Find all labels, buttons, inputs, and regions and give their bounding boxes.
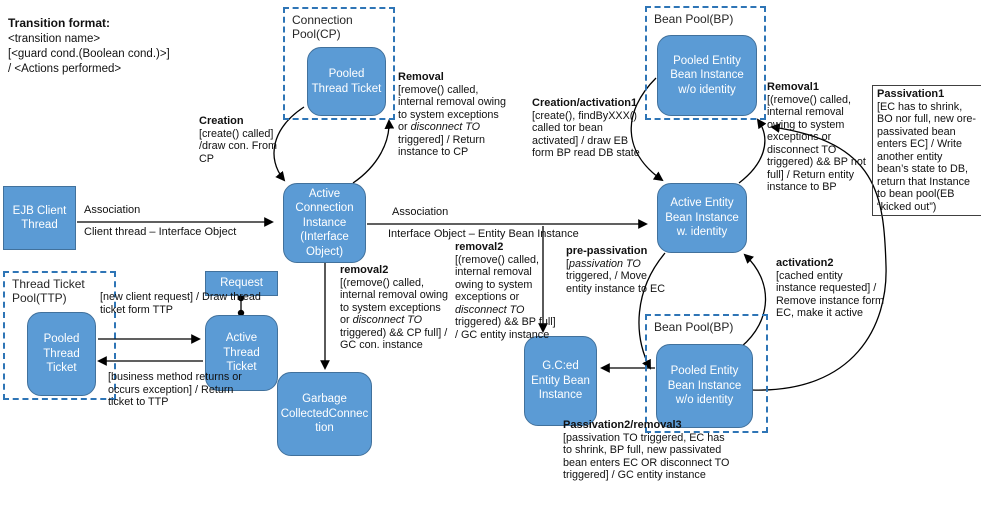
state-active-connection-instance: Active Connection Instance (Interface Ob… [283, 183, 366, 263]
arrow-activation2 [740, 253, 767, 348]
state-pooled-thread-ticket-cp: Pooled Thread Ticket [307, 47, 386, 116]
arrow-passivation1 [751, 123, 887, 391]
connection-pool-label: Connection Pool(CP) [292, 13, 353, 42]
bean-pool-top-label: Bean Pool(BP) [654, 12, 734, 26]
thread-ticket-pool-container: Thread Ticket Pool(TTP) [3, 271, 116, 400]
arrow-bp-removal1 [738, 118, 767, 184]
arrow-cp-removal [352, 119, 395, 184]
assoc1-subtitle: Client thread – Interface Object [84, 226, 237, 238]
connection-pool-container: Connection Pool(CP) [283, 7, 395, 120]
state-active-thread-ticket: Active Thread Ticket [205, 315, 278, 391]
state-request: Request [205, 271, 278, 296]
state-active-entity-bean: Active Entity Bean Instance w. identity [657, 183, 747, 253]
bean-pool-bottom-container: Bean Pool(BP) [645, 314, 768, 433]
state-pooled-entity-bean-bottom: Pooled Entity Bean Instance w/o identity [656, 344, 753, 428]
note-passivation1: Passivation1 [EC has to shrink, BO nor f… [872, 85, 981, 217]
state-pooled-thread-ticket-ttp: Pooled Thread Ticket [27, 312, 96, 396]
assoc2-subtitle: Interface Object – Entity Bean Instance [388, 228, 579, 240]
note-removal1: Removal1 [(remove() called, internal rem… [767, 81, 866, 194]
note-removal: Removal [remove() called, internal remov… [398, 71, 507, 159]
state-ejb-client-thread: EJB Client Thread [3, 186, 76, 250]
note-business-return: [business method returns or occurs excep… [108, 371, 242, 409]
assoc1-title: Association [84, 204, 141, 216]
note-new-client-request: [new client request] / Draw thread ticke… [100, 291, 261, 316]
note-activation2: activation2 [cached entity instance requ… [776, 257, 885, 320]
link-dot-bottom [237, 309, 245, 317]
note-creation: Creation [create() called] /draw con. Fr… [199, 115, 277, 165]
arrow-cp-creation [273, 106, 305, 182]
link-dot-top [237, 294, 245, 302]
bean-pool-bottom-label: Bean Pool(BP) [654, 320, 734, 334]
assoc2-title: Association [392, 206, 449, 218]
note-pre-passivation: pre-passivation [passivation TO triggere… [566, 245, 666, 295]
transition-format-note: Transition format: <transition name> [<g… [8, 16, 170, 75]
note-removal2-cp: removal2 [(remove() called, internal rem… [340, 264, 449, 352]
state-pooled-entity-bean-top: Pooled Entity Bean Instance w/o identity [657, 35, 757, 116]
note-creation-activation1: Creation/activation1 [create(), findByXX… [532, 97, 640, 160]
format-title: Transition format: [8, 16, 111, 30]
state-gc-entity-bean: G.C:ed Entity Bean Instance [524, 336, 597, 426]
thread-ticket-pool-label: Thread Ticket Pool(TTP) [12, 277, 85, 306]
state-garbage-collected-connection: Garbage CollectedConnection [277, 372, 372, 456]
note-removal2-bp: removal2 [(remove() called, internal rem… [455, 241, 556, 341]
note-passivation2-removal3: Passivation2/removal3 [passivation TO tr… [563, 419, 730, 482]
bean-pool-top-container: Bean Pool(BP) [645, 6, 766, 120]
